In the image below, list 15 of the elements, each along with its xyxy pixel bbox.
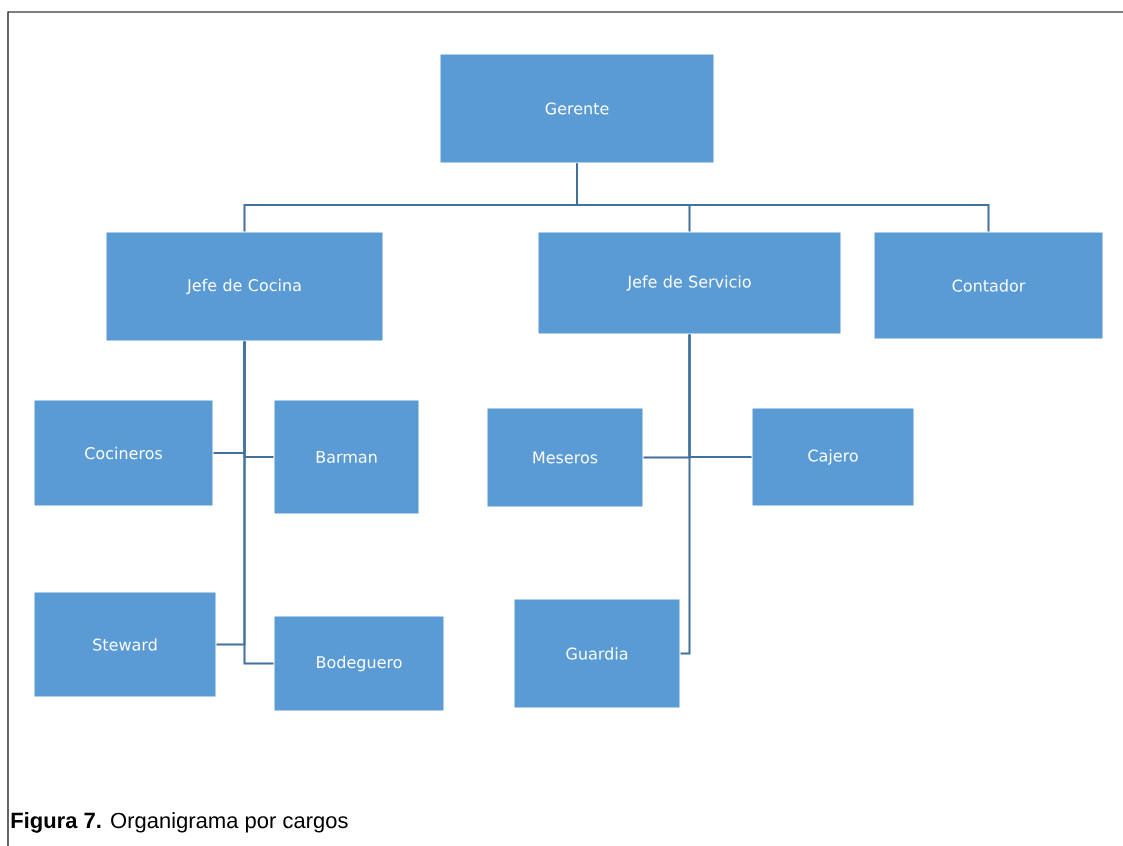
position-box: Jefe de Servicio <box>537 231 842 335</box>
connector-line <box>243 340 275 665</box>
position-box: Barman <box>273 399 420 515</box>
position-box: Meseros <box>486 407 644 508</box>
position-box: Cocineros <box>33 399 214 507</box>
position-box: Jefe de Cocina <box>105 231 384 342</box>
figure-caption: Figura 7. Organigrama por cargos <box>11 812 348 833</box>
position-box: Steward <box>33 591 217 698</box>
position-box: Cajero <box>751 407 915 507</box>
connector-line <box>576 162 990 233</box>
position-box: Contador <box>873 231 1104 340</box>
position-box: Guardia <box>513 598 681 709</box>
position-box: Bodeguero <box>273 615 445 712</box>
position-box: Gerente <box>439 53 715 164</box>
connector-line <box>679 333 691 655</box>
